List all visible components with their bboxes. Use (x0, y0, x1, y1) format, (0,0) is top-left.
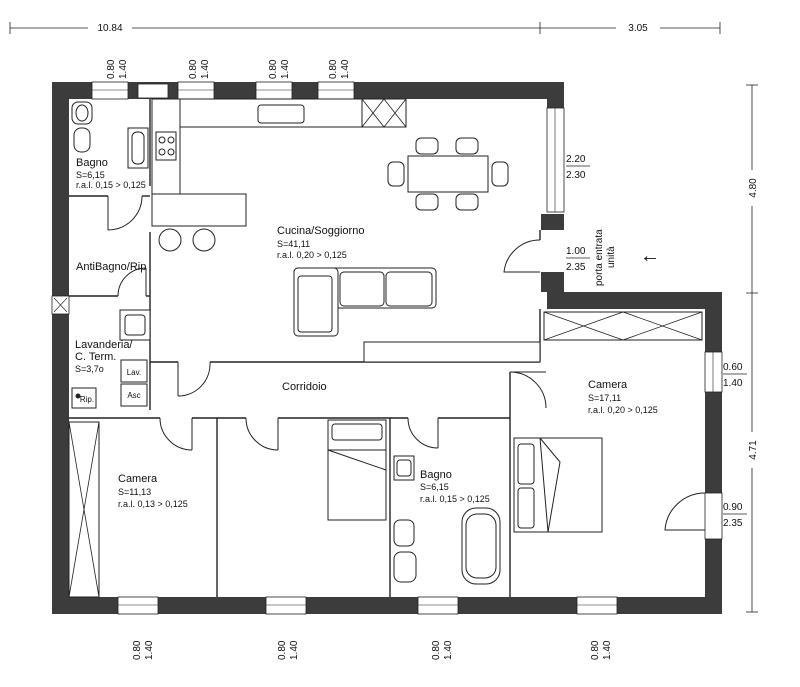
opening-width-label: 1.00 (566, 246, 586, 257)
beds (327, 419, 603, 533)
room-name-line2: C. Term. (75, 351, 116, 363)
lav-label: Lav. (127, 368, 142, 377)
room-ral: r.a.l. 0,15 > 0,125 (420, 494, 490, 504)
room-cucina-soggiorno: Cucina/Soggiorno S=41,11 r.a.l. 0,20 > 0… (277, 225, 364, 260)
window-width-label: 0.80 (268, 59, 279, 79)
room-name-line1: Lavanderia/ (75, 339, 133, 351)
top-dimension-line: 10.84 3.05 (9, 20, 721, 34)
opening-width-label: 0.60 (723, 362, 743, 373)
entrance-label-line1: porta entrata (594, 229, 605, 286)
asc-label: Asc (127, 391, 140, 400)
window-width-label: 0.80 (277, 640, 288, 660)
room-name: Corridoio (282, 381, 327, 393)
room-area: S=6,15 (420, 482, 449, 492)
room-corridoio: Corridoio (282, 381, 327, 393)
doors (107, 195, 706, 531)
opening-height-label: 2.30 (566, 170, 586, 181)
window-height-label: 1.40 (200, 59, 211, 79)
room-lavanderia: Lavanderia/ C. Term. S=3,7o (75, 339, 133, 374)
room-area: S=17,11 (588, 393, 621, 403)
window-height-label: 1.40 (280, 59, 291, 79)
dining-table (387, 137, 509, 211)
room-bagno-2: Bagno S=6,15 r.a.l. 0,15 > 0,125 (420, 469, 490, 504)
room-ral: r.a.l. 0,20 > 0,125 (277, 250, 347, 260)
room-name: Bagno (420, 469, 452, 481)
room-ral: r.a.l. 0,20 > 0,125 (588, 405, 658, 415)
entrance-label-line2: unità (606, 246, 617, 268)
room-name: Camera (588, 379, 628, 391)
window-width-label: 0.80 (328, 59, 339, 79)
room-camera-2: Camera S=17,11 r.a.l. 0,20 > 0,125 (588, 379, 658, 415)
bottom-window-labels: 0.80 1.40 0.80 1.40 0.80 1.40 0.80 1.40 (132, 640, 613, 660)
room-name: Bagno (76, 157, 108, 169)
opening-height-label: 2.35 (566, 262, 586, 273)
room-ral: r.a.l. 0,13 > 0,125 (118, 499, 188, 509)
window-width-label: 0.80 (132, 640, 143, 660)
right-upper-dimension: 4.80 (748, 178, 759, 198)
entrance-marker: porta entrata unità ← (594, 229, 660, 286)
window-width-label: 0.80 (188, 59, 199, 79)
wardrobes (68, 311, 703, 598)
sofa (293, 267, 541, 363)
lavanderia-fixtures: Lav. Asc Rip. (71, 309, 151, 409)
window-height-label: 1.40 (289, 640, 300, 660)
opening-width-label: 0.90 (723, 502, 743, 513)
right-opening-labels: 2.20 2.30 1.00 2.35 0.60 1.40 0.90 2.35 (566, 154, 747, 529)
window-height-label: 1.40 (340, 59, 351, 79)
opening-height-label: 1.40 (723, 378, 743, 389)
room-name: Camera (118, 473, 158, 485)
bagno2-fixtures (393, 455, 501, 585)
room-bagno-1: Bagno S=6,15 r.a.l. 0,15 > 0,125 (76, 157, 146, 190)
interior-walls (69, 99, 541, 597)
room-name: AntiBagno/Rip (76, 261, 146, 273)
bagno1-fixtures (71, 101, 149, 169)
entrance-arrow-icon: ← (640, 245, 660, 267)
window-width-label: 0.80 (431, 640, 442, 660)
window-height-label: 1.40 (118, 59, 129, 79)
room-name: Cucina/Soggiorno (277, 225, 364, 237)
right-lower-dimension: 4.71 (748, 440, 759, 460)
kitchen-fixtures (151, 98, 407, 252)
room-area: S=41,11 (277, 239, 310, 249)
rip-label: Rip. (80, 395, 94, 404)
window-height-label: 1.40 (602, 640, 613, 660)
right-dimension-line: 4.80 4.71 (744, 84, 760, 613)
window-height-label: 1.40 (443, 640, 454, 660)
top-right-dimension: 3.05 (628, 23, 648, 34)
window-width-label: 0.80 (106, 59, 117, 79)
opening-width-label: 2.20 (566, 154, 586, 165)
opening-height-label: 2.35 (723, 518, 743, 529)
room-antibagno: AntiBagno/Rip (76, 261, 146, 273)
window-width-label: 0.80 (590, 640, 601, 660)
top-total-dimension: 10.84 (97, 23, 122, 34)
top-window-labels: 0.80 1.40 0.80 1.40 0.80 1.40 0.80 1.40 (106, 59, 351, 79)
room-camera-1: Camera S=11,13 r.a.l. 0,13 > 0,125 (118, 473, 188, 509)
room-ral: r.a.l. 0,15 > 0,125 (76, 180, 146, 190)
room-area: S=3,7o (75, 364, 104, 374)
window-height-label: 1.40 (144, 640, 155, 660)
room-area: S=11,13 (118, 487, 151, 497)
room-area: S=6,15 (76, 170, 105, 180)
window-openings (51, 81, 723, 615)
